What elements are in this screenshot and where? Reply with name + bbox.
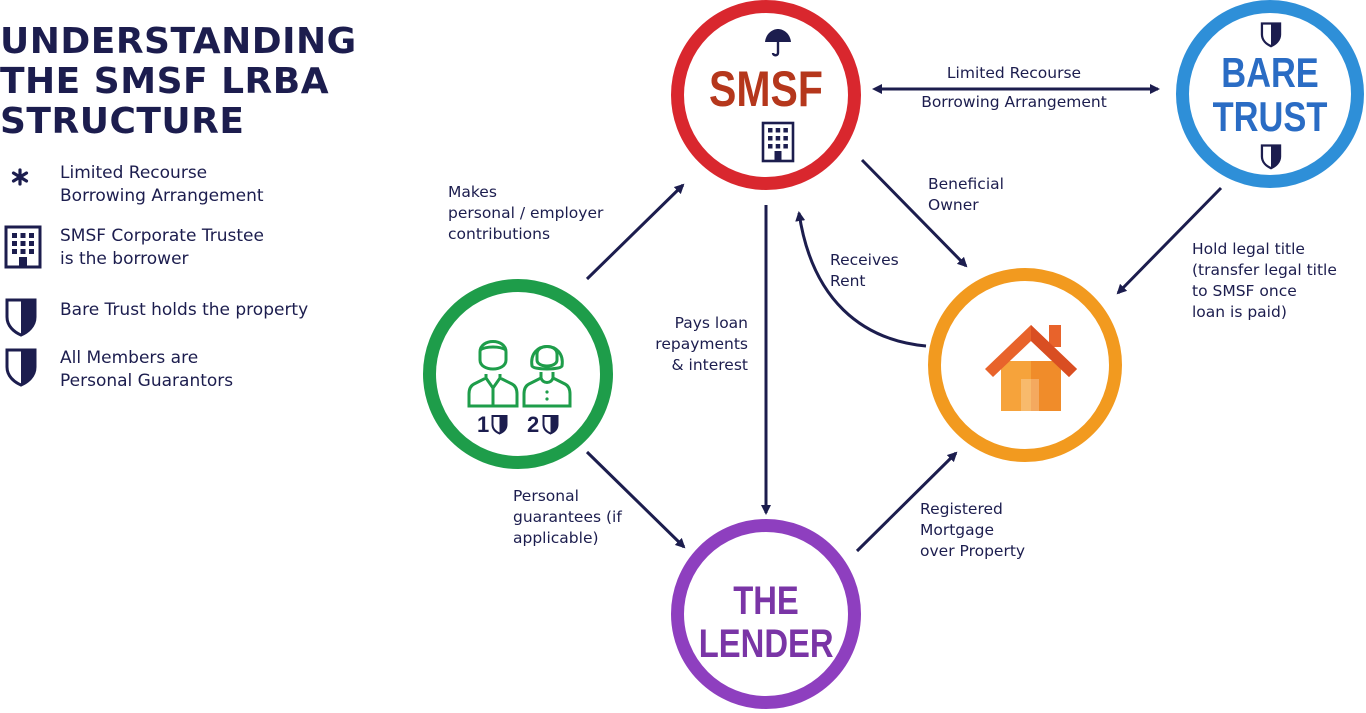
man-icon (466, 330, 520, 412)
lender-label: THE LENDER (698, 579, 834, 666)
building-icon (4, 225, 42, 269)
beneficial-arrow (860, 158, 968, 268)
legend-text: All Members are Personal Guarantors (60, 348, 234, 391)
member-2-badge: 2 (527, 412, 540, 437)
rent-arrow (795, 211, 927, 348)
page-title: UNDERSTANDING THE SMSF LRBA STRUCTURE (0, 22, 380, 142)
shield-icon (4, 347, 37, 391)
legal-title-arrow (1116, 186, 1223, 295)
property-node (928, 268, 1122, 462)
legend-text: Limited Recourse Borrowing Arrangement (60, 163, 264, 206)
title-line: THE SMSF LRBA (0, 61, 330, 102)
lrba-label: Limited Recourse Borrowing Arrangement (921, 64, 1107, 111)
bare-trust-node: BARE TRUST (1176, 0, 1364, 188)
umbrella-icon (763, 27, 793, 61)
shield-icon (542, 414, 559, 439)
personal-guarantees-label: Personal guarantees (if applicable) (513, 487, 622, 547)
loan-repayments-label: Pays loan repayments & interest (655, 314, 748, 374)
registered-mortgage-label: Registered Mortgage over Property (920, 500, 1026, 560)
smsf-node: SMSF (671, 0, 861, 190)
title-line: UNDERSTANDING (0, 21, 357, 62)
building-icon (761, 121, 795, 167)
shield-icon (1260, 143, 1282, 174)
receives-rent-label: Receives Rent (830, 251, 899, 290)
member-1-badge: 1 (477, 412, 490, 437)
contributions-label: Makes personal / employer contributions (448, 183, 604, 243)
house-icon (981, 317, 1081, 417)
legal-title-label: Hold legal title (transfer legal title t… (1192, 240, 1337, 321)
bare-trust-label: BARE TRUST (1212, 49, 1328, 140)
guarantees-arrow (585, 450, 686, 549)
members-node: 1 2 (423, 279, 613, 469)
shield-icon (491, 414, 508, 439)
legend-text: SMSF Corporate Trustee is the borrower (60, 226, 264, 269)
woman-icon (520, 330, 574, 412)
beneficial-owner-label: Beneficial Owner (928, 175, 1004, 214)
contributions-arrow (585, 183, 685, 281)
title-line: STRUCTURE (0, 101, 245, 142)
lender-node: THE LENDER (671, 519, 861, 709)
smsf-label: SMSF (709, 61, 823, 117)
asterisk-icon (4, 162, 36, 206)
legend-text: Bare Trust holds the property (60, 300, 309, 320)
shield-icon (4, 297, 37, 341)
shield-icon (1260, 21, 1282, 52)
mortgage-arrow (855, 451, 958, 553)
